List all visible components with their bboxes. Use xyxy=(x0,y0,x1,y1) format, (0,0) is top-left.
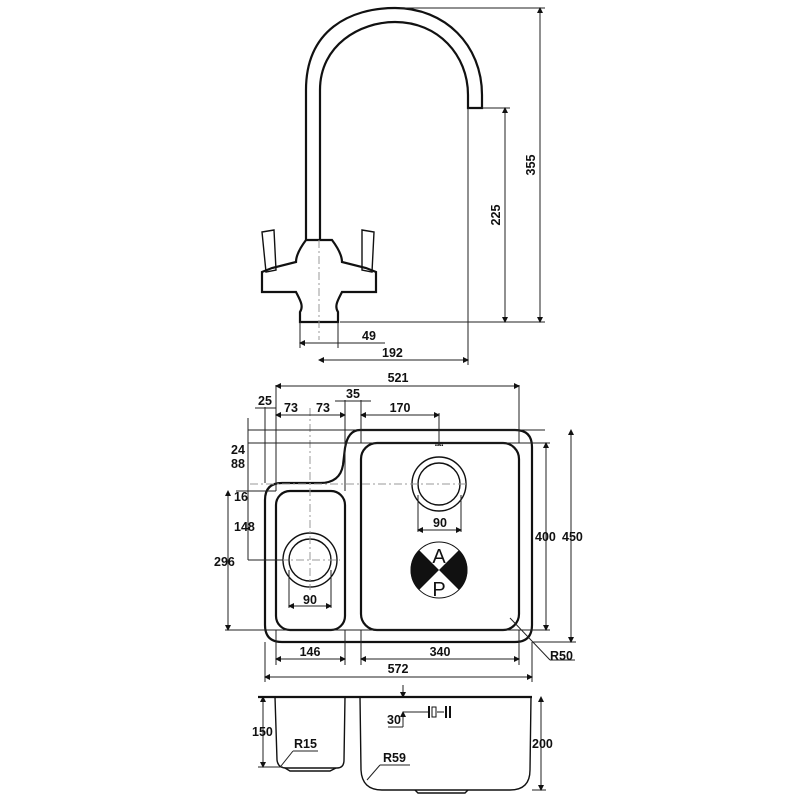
dim-25: 25 xyxy=(258,394,272,408)
dim-450: 450 xyxy=(562,530,583,544)
dim-r50: R50 xyxy=(550,649,573,663)
dim-tap-height: 355 xyxy=(524,155,538,176)
dim-large-drain-90: 90 xyxy=(433,516,447,530)
svg-text:A: A xyxy=(432,546,446,568)
tap-handle-left xyxy=(261,229,277,273)
tap-handle-right xyxy=(361,229,375,273)
dim-400: 400 xyxy=(535,530,556,544)
overflow-mark: ▪▪▪▪ xyxy=(435,443,444,449)
dim-150: 150 xyxy=(252,725,273,739)
dim-200: 200 xyxy=(532,737,553,751)
dim-base-width: 49 xyxy=(362,329,376,343)
dim-30: 30 xyxy=(387,713,401,727)
sink-outline xyxy=(263,428,534,644)
sink-plan: ▪▪▪▪ A P 521 25 73 73 35 170 24 88 xyxy=(214,371,583,682)
dim-16: 16 xyxy=(234,490,248,504)
dim-spout-reach: 192 xyxy=(382,346,403,360)
dim-r15: R15 xyxy=(294,737,317,751)
dim-296: 296 xyxy=(214,555,235,569)
dim-spout-height: 225 xyxy=(489,205,503,226)
overflow-fitting-icon xyxy=(428,706,451,718)
dim-24: 24 xyxy=(231,443,245,457)
tap-spout xyxy=(304,6,484,240)
svg-text:P: P xyxy=(432,579,445,601)
small-bowl-section xyxy=(274,696,346,769)
dim-73-left: 73 xyxy=(284,401,298,415)
dim-35: 35 xyxy=(346,387,360,401)
ap-logo: A P xyxy=(410,541,468,601)
sink-section: 150 R15 R59 200 30 xyxy=(252,685,553,794)
tap-elevation: 355 225 49 192 xyxy=(260,6,545,365)
dim-340: 340 xyxy=(430,645,451,659)
large-bowl-section xyxy=(359,696,532,791)
dim-521: 521 xyxy=(388,371,409,385)
large-bowl xyxy=(359,441,521,632)
dim-146: 146 xyxy=(300,645,321,659)
dim-88: 88 xyxy=(231,457,245,471)
dim-170: 170 xyxy=(390,401,411,415)
dim-148: 148 xyxy=(234,520,255,534)
dim-r59: R59 xyxy=(383,751,406,765)
dim-73-right: 73 xyxy=(316,401,330,415)
dim-572: 572 xyxy=(388,662,409,676)
dim-small-drain-90: 90 xyxy=(303,593,317,607)
